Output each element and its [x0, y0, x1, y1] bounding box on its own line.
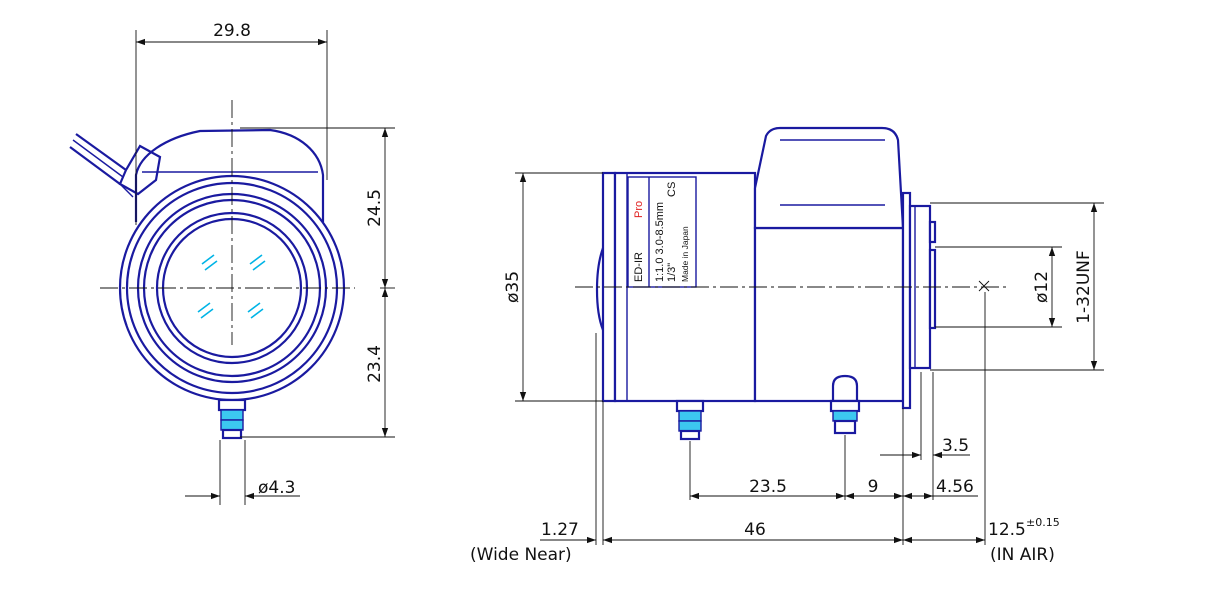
side-connector-2	[829, 374, 861, 435]
iris-cable	[69, 133, 162, 198]
dim-body-dia: ø35	[503, 271, 523, 303]
dim-front-top-height: 24.5	[365, 189, 385, 227]
label-model: ED-IR	[633, 252, 645, 282]
dim-front-bottom-height: 23.4	[365, 345, 385, 383]
side-connector-1	[675, 399, 705, 441]
lens-label: ED-IR Pro 1:1.0 3.0-8.5mm 1/3" CS Made i…	[627, 176, 697, 288]
dim-46: 46	[744, 520, 766, 540]
note-in-air: (IN AIR)	[990, 545, 1055, 565]
dim-1-27: 1.27	[541, 520, 579, 540]
glass-reflection-icons	[197, 254, 266, 319]
dim-3-5: 3.5	[942, 436, 969, 456]
dim-23-5: 23.5	[749, 477, 787, 497]
rear-housing	[753, 226, 905, 403]
front-housing	[134, 128, 325, 222]
label-format: 1/3"	[666, 263, 678, 282]
note-wide-near: (Wide Near)	[470, 545, 572, 565]
dim-backfocus: 12.5	[988, 520, 1026, 540]
focal-point-icon	[978, 280, 990, 292]
dim-mount-dia: ø12	[1032, 271, 1052, 303]
dim-connector-dia: ø4.3	[258, 478, 295, 498]
dim-backfocus-tolerance: ±0.15	[1026, 516, 1060, 529]
label-origin: Made in Japan	[680, 226, 690, 282]
dim-4-56: 4.56	[936, 477, 974, 497]
front-connector	[217, 398, 247, 440]
dim-mount-thread: 1-32UNF	[1074, 250, 1094, 324]
front-view: 29.8 24.5 23.4 ø4.3	[69, 21, 395, 505]
dim-front-width: 29.8	[213, 21, 251, 41]
dim-9: 9	[868, 477, 879, 497]
side-view: ED-IR Pro 1:1.0 3.0-8.5mm 1/3" CS Made i…	[470, 126, 1104, 565]
iris-housing	[753, 126, 905, 230]
label-spec: 1:1.0 3.0-8.5mm	[654, 202, 666, 282]
label-mount: CS	[666, 182, 678, 197]
label-series: Pro	[633, 201, 645, 218]
